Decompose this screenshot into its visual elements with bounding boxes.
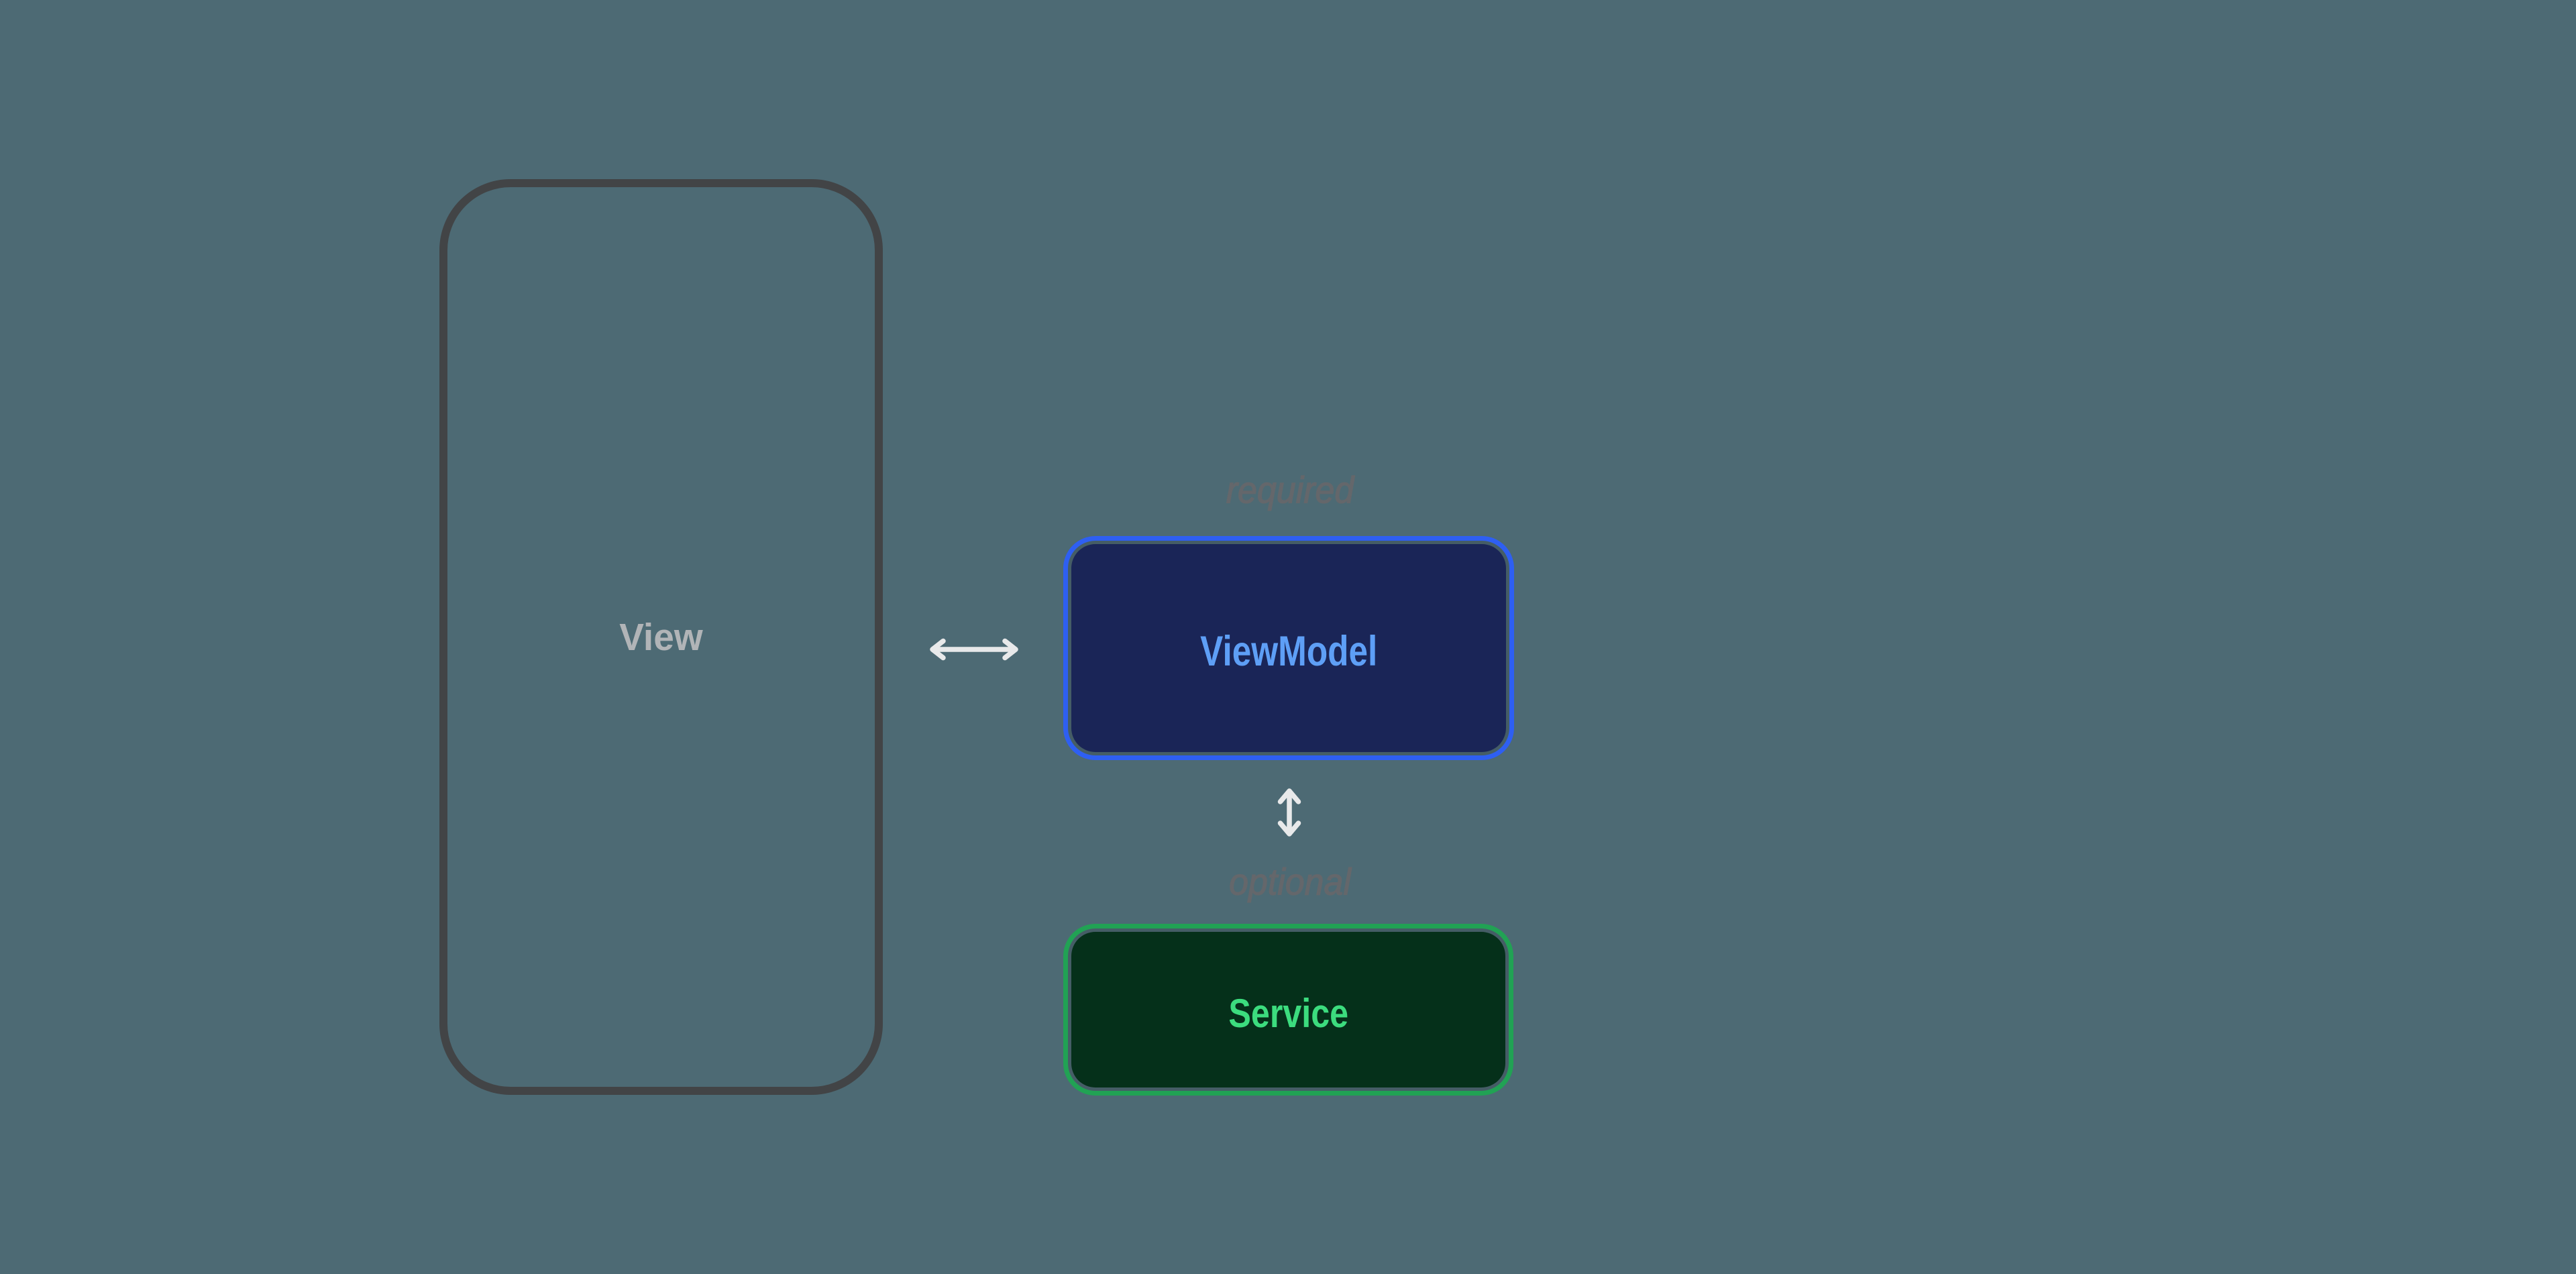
required-label: required [1226, 468, 1354, 511]
service-node: Service [1063, 924, 1513, 1096]
service-label: Service [1228, 990, 1348, 1036]
double-arrow-horizontal-icon [930, 638, 1018, 661]
view-label: View [619, 615, 703, 659]
view-viewmodel-arrow [929, 638, 1019, 661]
viewmodel-node: ViewModel [1063, 536, 1514, 760]
double-arrow-vertical-icon [1277, 788, 1301, 837]
optional-label: optional [1228, 860, 1351, 903]
viewmodel-service-arrow [1277, 788, 1301, 837]
viewmodel-label: ViewModel [1199, 628, 1378, 675]
view-phone-outline: View [439, 179, 883, 1095]
